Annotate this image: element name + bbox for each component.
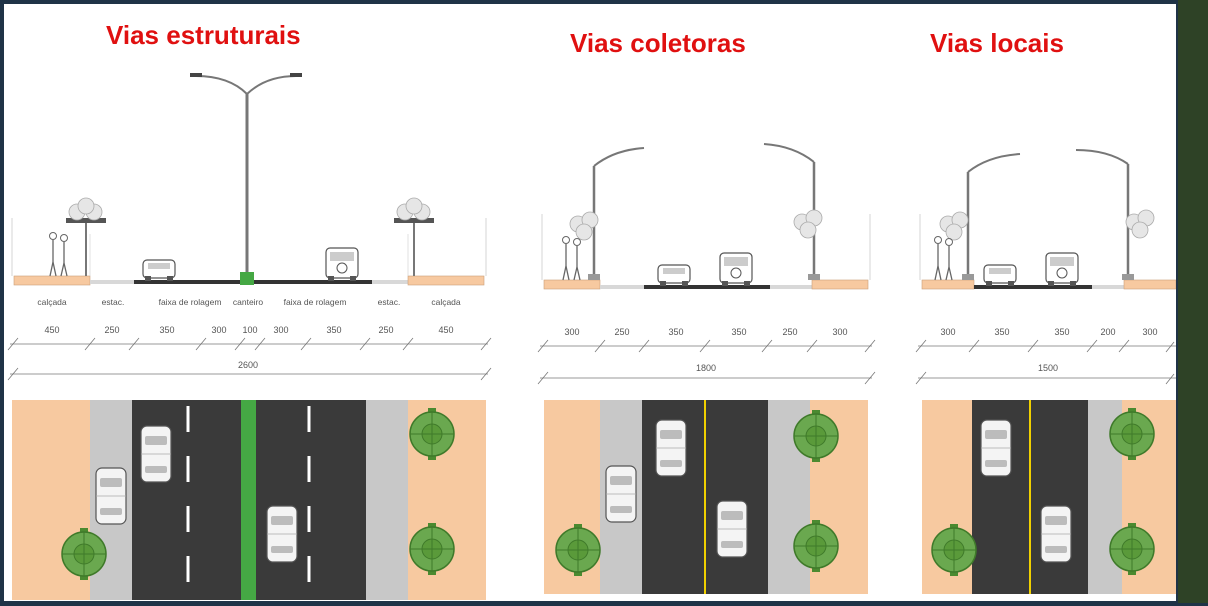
- title-vias-coletoras: Vias coletoras: [570, 28, 746, 58]
- car-plan-icon: [95, 467, 127, 525]
- dimension-value: 200: [1100, 327, 1115, 337]
- street-lamp-icon: [190, 73, 302, 272]
- parking-elev-left: [90, 280, 134, 284]
- street-lamp-icon: [1075, 149, 1134, 280]
- car-elevation-icon: [657, 264, 691, 287]
- lanes-plan-right: [256, 400, 366, 600]
- segment-label: faixa de rolagem: [284, 297, 347, 307]
- dimension-value: 350: [668, 327, 683, 337]
- tree-elevation-icon: [66, 197, 106, 276]
- car-plan-icon: [266, 505, 298, 563]
- dimension-value: 350: [326, 325, 341, 335]
- dimension-value: 350: [1054, 327, 1069, 337]
- segment-label: estac.: [378, 297, 401, 307]
- van-elevation-icon: [719, 252, 753, 287]
- car-plan-icon: [980, 419, 1012, 477]
- lanes-elev: [974, 285, 1092, 289]
- dimension-value: 350: [731, 327, 746, 337]
- street-lamp-icon: [962, 153, 1021, 280]
- segment-label: faixa de rolagem: [159, 297, 222, 307]
- dimension-value: 250: [614, 327, 629, 337]
- street-lamp-icon: [588, 147, 645, 280]
- dimension-value: 300: [564, 327, 579, 337]
- car-plan-icon: [655, 419, 687, 477]
- lanes-elev-left: [134, 280, 240, 284]
- dimension-value: 250: [104, 325, 119, 335]
- dimension-value: 250: [782, 327, 797, 337]
- parking-elev-left: [600, 285, 644, 289]
- pedestrians-icon: [48, 231, 69, 277]
- parking-plan-right: [366, 400, 408, 600]
- dimension-value: 450: [438, 325, 453, 335]
- parking-elev: [1092, 285, 1124, 289]
- tree-elevation-icon: [569, 211, 599, 241]
- car-plan-icon: [140, 425, 172, 483]
- sidewalk-elev-right: [407, 275, 485, 286]
- dimension-total: 1500: [1038, 363, 1058, 373]
- dimension-value: 450: [44, 325, 59, 335]
- pedestrians-icon: [561, 235, 582, 281]
- dimension-value: 300: [832, 327, 847, 337]
- car-plan-icon: [605, 465, 637, 523]
- median-elev: [240, 272, 254, 285]
- dimension-value: 350: [994, 327, 1009, 337]
- dimension-value: 300: [940, 327, 955, 337]
- tree-elevation-icon: [939, 211, 969, 241]
- sidewalk-elev-right: [811, 279, 869, 290]
- sidewalk-elev-left: [543, 279, 601, 290]
- title-vias-locais: Vias locais: [930, 28, 1064, 58]
- segment-label: calçada: [37, 297, 67, 307]
- segment-label: calçada: [431, 297, 461, 307]
- tree-elevation-icon: [1125, 209, 1155, 239]
- tree-elevation-icon: [394, 197, 434, 276]
- pedestrians-icon: [933, 235, 954, 281]
- sidewalk-elev-left: [921, 279, 975, 290]
- van-elevation-icon: [1045, 252, 1079, 287]
- segment-label: estac.: [102, 297, 125, 307]
- side-green-bar: [1178, 0, 1208, 603]
- segment-label: canteiro: [233, 297, 264, 307]
- lanes-elev-right: [254, 280, 372, 284]
- lanes-elev: [644, 285, 770, 289]
- dimension-total: 2600: [238, 360, 258, 370]
- dimension-value: 100: [242, 325, 257, 335]
- van-elevation-icon: [325, 247, 359, 282]
- title-vias-estruturais: Vias estruturais: [106, 20, 301, 50]
- parking-elev-right: [372, 280, 408, 284]
- median-plan: [241, 400, 256, 600]
- section-coletoras: 300 250 350 350 250 300 1800: [537, 143, 876, 594]
- dimension-value: 350: [159, 325, 174, 335]
- dimension-value: 300: [1142, 327, 1157, 337]
- car-elevation-icon: [142, 259, 176, 282]
- parking-elev-right: [770, 285, 812, 289]
- dimension-total: 1800: [696, 363, 716, 373]
- section-estruturais: calçada estac. faixa de rolagem canteiro…: [7, 73, 492, 600]
- slide-page: Vias estruturais Vias coletoras Vias loc…: [4, 4, 1177, 601]
- tree-elevation-icon: [793, 209, 823, 239]
- section-locais: 300 350 350 200 300 1500: [915, 149, 1177, 594]
- car-plan-icon: [1040, 505, 1072, 563]
- dimension-value: 250: [378, 325, 393, 335]
- car-elevation-icon: [983, 264, 1017, 287]
- road-sections-drawing: calçada estac. faixa de rolagem canteiro…: [7, 73, 1177, 600]
- dimension-value: 300: [273, 325, 288, 335]
- sidewalk-elev-right: [1123, 279, 1177, 290]
- dimension-value: 300: [211, 325, 226, 335]
- car-plan-icon: [716, 500, 748, 558]
- sidewalk-elev-left: [13, 275, 91, 286]
